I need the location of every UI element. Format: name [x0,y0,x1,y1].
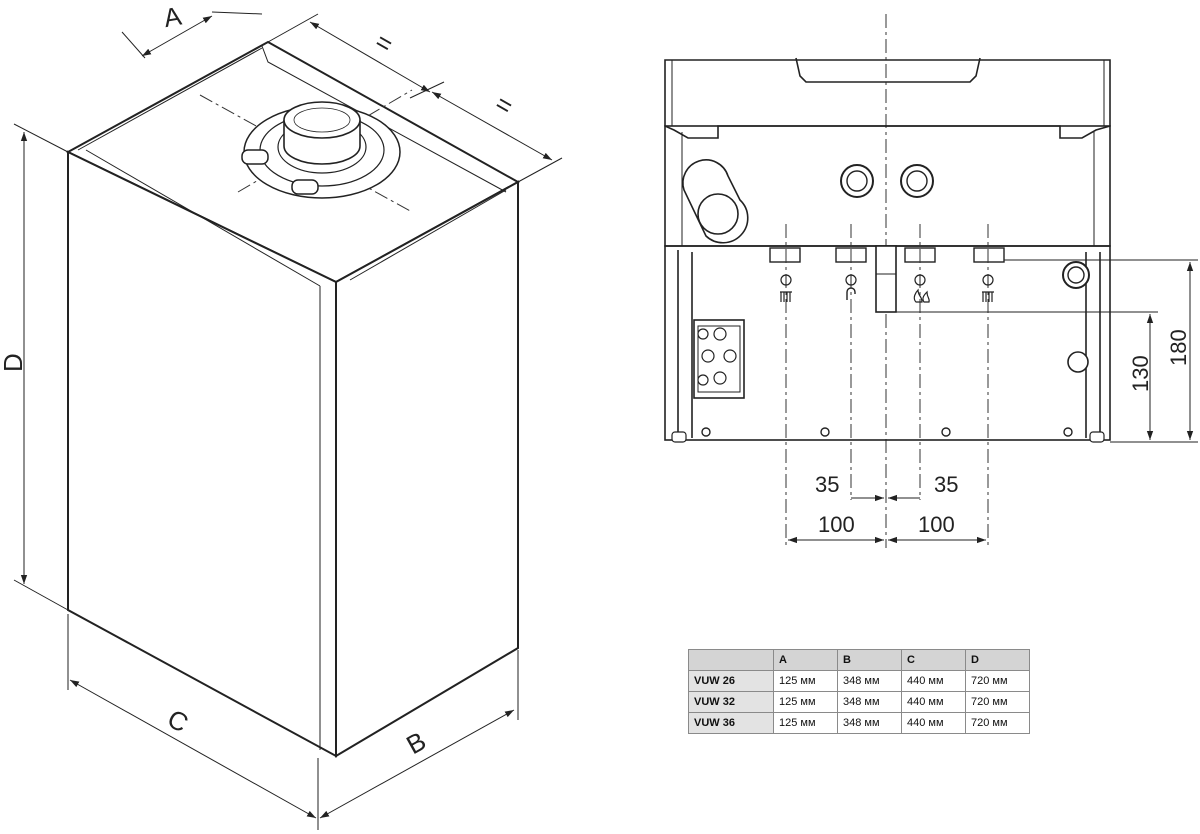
header-d: D [965,649,1030,671]
model-cell: VUW 32 [688,691,774,713]
dimension-35-right: 35 [934,472,958,497]
value-d: 720 мм [965,691,1030,713]
electrical-terminal-block [693,319,745,399]
header-model [688,649,774,671]
value-d: 720 мм [965,670,1030,692]
heating-flow-icon [780,274,792,302]
flue-outlet [199,89,413,213]
model-cell: VUW 26 [688,670,774,692]
boiler-side-face [335,180,519,758]
value-c: 440 мм [901,691,966,713]
dimension-180: 180 [1166,329,1191,366]
dimension-35-left: 35 [815,472,839,497]
model-cell: VUW 36 [688,712,774,734]
table-row: VUW 36 125 мм 348 мм 440 мм 720 мм [688,712,1030,734]
value-d: 720 мм [965,712,1030,734]
equal-mark-right: = [490,88,518,122]
value-a: 125 мм [773,712,838,734]
dimension-label-d: D [0,353,28,372]
mounting-screws [701,427,1073,437]
heating-return-icon [982,274,994,302]
header-b: B [837,649,902,671]
header-c: C [901,649,966,671]
value-c: 440 мм [901,712,966,734]
value-c: 440 мм [901,670,966,692]
upper-ports [840,164,934,198]
isometric-view: A = = D C B [0,1,563,830]
value-b: 348 мм [837,691,902,713]
header-a: A [773,649,838,671]
table-header-row: A B C D [688,649,1030,671]
table-row: VUW 26 125 мм 348 мм 440 мм 720 мм [688,670,1030,692]
table-row: VUW 32 125 мм 348 мм 440 мм 720 мм [688,691,1030,713]
value-a: 125 мм [773,691,838,713]
connection-stubs [769,245,1005,313]
equal-mark-left: = [370,26,398,60]
dimension-100-right: 100 [918,512,955,537]
dimension-130: 130 [1128,355,1153,392]
value-a: 125 мм [773,670,838,692]
value-b: 348 мм [837,712,902,734]
dimension-label-c: C [162,703,193,738]
dimension-table: A B C D VUW 26 125 мм 348 мм 440 мм 720 … [688,649,1030,734]
hot-water-icon [845,274,857,300]
dimension-100-left: 100 [818,512,855,537]
dimension-label-b: B [401,725,431,760]
dimension-label-a: A [161,1,184,34]
condensate-outlet [682,159,749,244]
front-view: 35 35 100 100 130 180 [664,14,1198,548]
gas-icon [913,274,930,303]
value-b: 348 мм [837,670,902,692]
